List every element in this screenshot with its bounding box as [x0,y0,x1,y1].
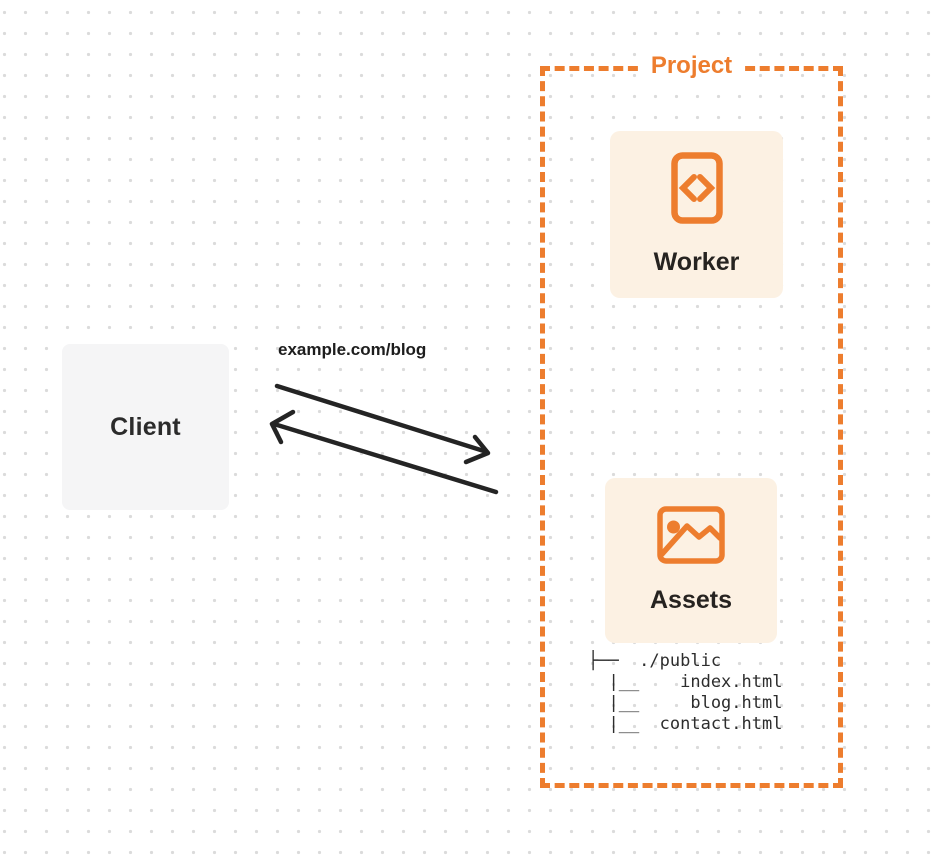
request-url-label: example.com/blog [278,340,427,359]
project-label: Project [641,52,742,80]
worker-node: Worker [610,131,783,298]
assets-file-tree: ├── ./public |__ index.html |__ blog.htm… [588,651,782,735]
assets-node: Assets [605,478,777,643]
project-boundary: Project Worker Assets ├── ./public |__ i… [540,52,843,788]
client-node: Client [62,344,229,510]
assets-label: Assets [650,586,732,614]
request-arrow [274,383,491,465]
file-tree-line: |__ blog.html [588,693,783,713]
file-tree-line: |__ index.html [588,672,783,692]
worker-label: Worker [653,248,740,276]
file-tree-line: |__ contact.html [588,714,783,734]
response-arrow [269,409,499,495]
client-label: Client [110,412,181,441]
file-tree-line: ├── ./public [588,651,722,671]
image-icon [657,506,725,564]
code-file-icon [670,152,723,224]
